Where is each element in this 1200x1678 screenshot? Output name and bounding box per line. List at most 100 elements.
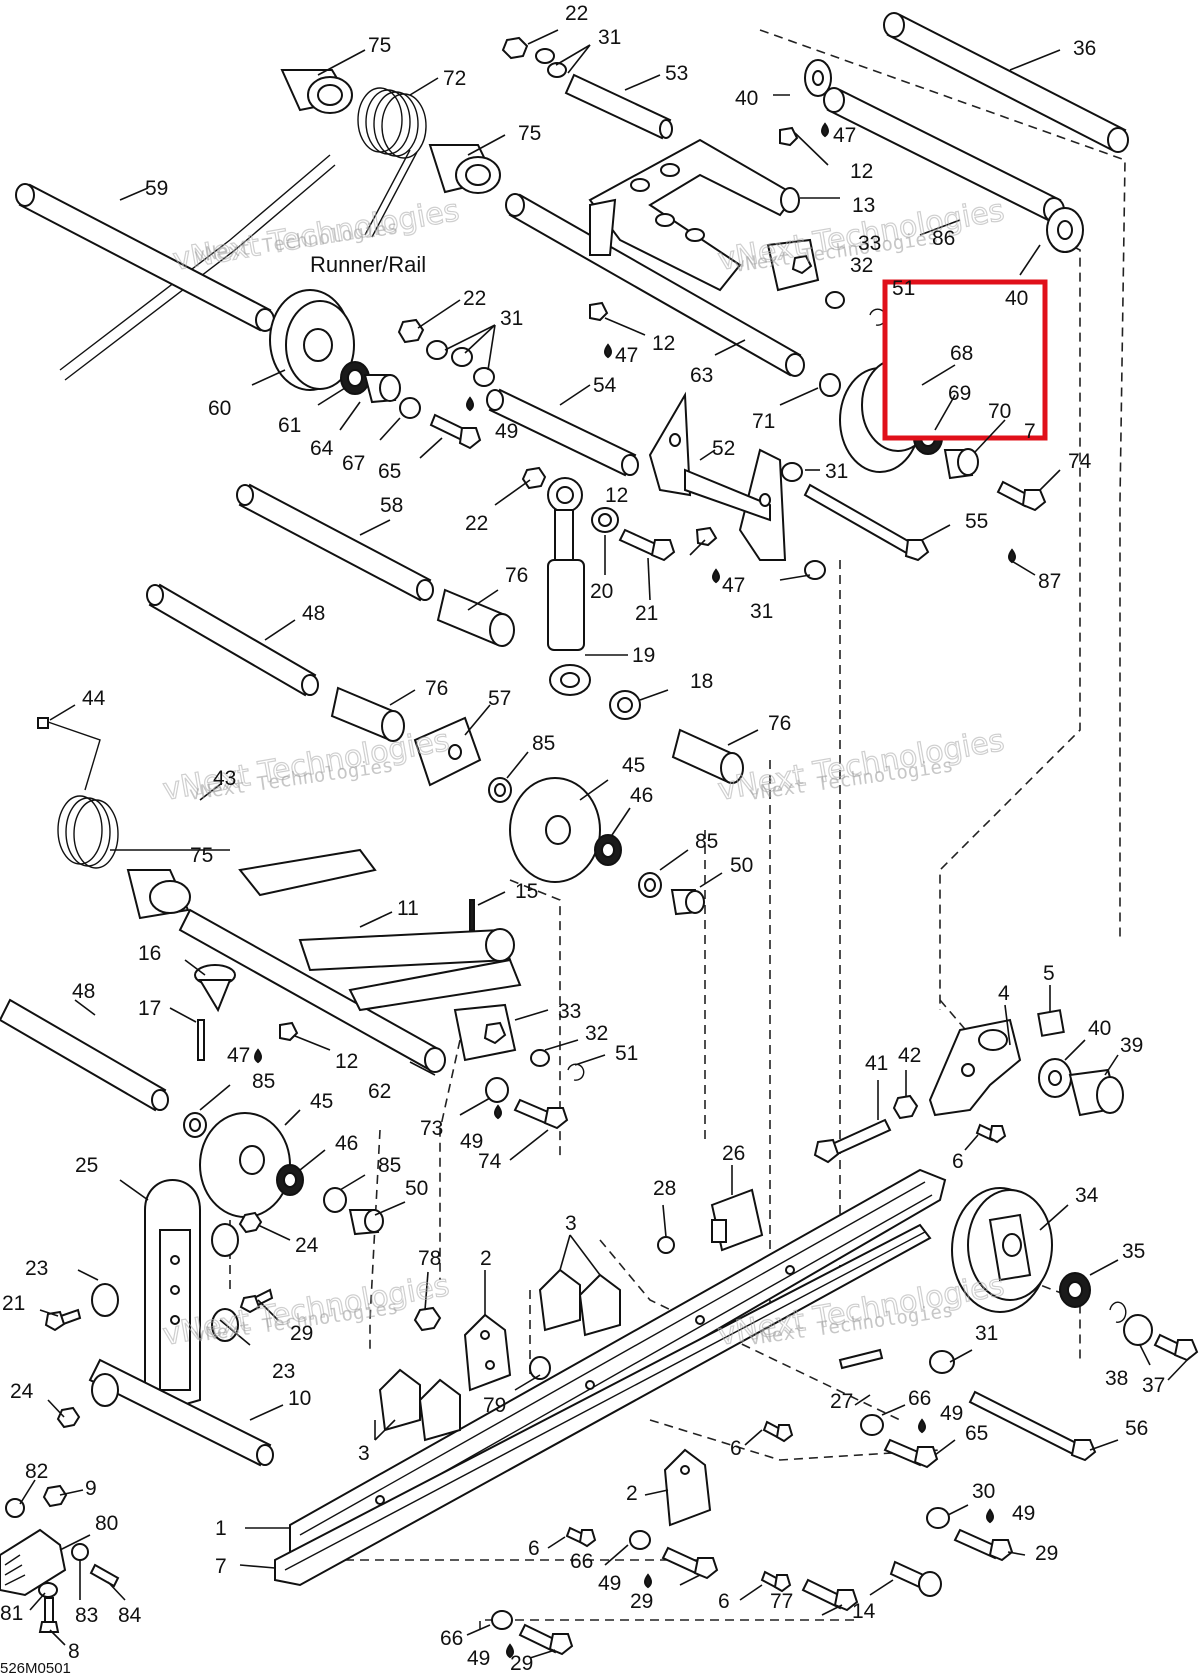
callout-leader-69 — [934, 394, 956, 431]
grease-drop-47-b — [604, 343, 612, 359]
shaft-36 — [883, 12, 1129, 153]
wheel-45-low — [199, 1112, 291, 1218]
label-46: 46 — [335, 1132, 358, 1155]
spacer-20 — [591, 507, 619, 533]
washer-31-e — [929, 1350, 955, 1374]
clip-33-low — [453, 1003, 517, 1062]
washer-40-low — [1038, 1058, 1072, 1098]
washer-32-top — [825, 291, 845, 309]
label-24: 24 — [10, 1380, 34, 1403]
bolt-21-top — [618, 528, 676, 562]
label-50: 50 — [405, 1177, 428, 1200]
wheel-45-mid — [509, 777, 601, 883]
block-57 — [413, 716, 482, 787]
nut-22-mid — [397, 318, 425, 344]
circlip-right — [1109, 1301, 1127, 1323]
shaft-53 — [564, 73, 673, 140]
label-77: 77 — [770, 1590, 793, 1613]
bracket-2-a — [463, 1313, 512, 1392]
label-72: 72 — [443, 67, 466, 90]
large-wheel-34 — [951, 1187, 1053, 1313]
label-23: 23 — [272, 1360, 295, 1383]
label-14: 14 — [852, 1600, 876, 1623]
spacer-50-low — [348, 1209, 384, 1236]
label-84: 84 — [118, 1604, 142, 1627]
cross-shaft-63 — [505, 193, 805, 377]
label-40: 40 — [1005, 287, 1028, 310]
label-2: 2 — [626, 1482, 638, 1505]
label-50: 50 — [730, 854, 753, 877]
label-74: 74 — [1068, 450, 1092, 473]
label-48: 48 — [302, 602, 325, 625]
bracket-2-b — [663, 1448, 712, 1527]
bolt-37 — [1153, 1333, 1199, 1362]
label-76: 76 — [425, 677, 448, 700]
washer-66-right — [860, 1414, 884, 1436]
grease-drop-49-d — [986, 1508, 994, 1524]
watermark-mid-left: vNext Technologies vNext Technologies — [160, 722, 453, 808]
label-21: 21 — [2, 1292, 25, 1315]
label-31: 31 — [598, 26, 621, 49]
label-62: 62 — [368, 1080, 391, 1103]
label-29: 29 — [1035, 1542, 1058, 1565]
label-28: 28 — [653, 1177, 676, 1200]
label-29: 29 — [510, 1652, 533, 1675]
long-bolt-55 — [803, 483, 930, 562]
label-34: 34 — [1075, 1184, 1099, 1207]
cap-16 — [194, 964, 236, 1013]
washer-23-d — [91, 1373, 119, 1407]
label-31: 31 — [500, 307, 523, 330]
shaft-54 — [486, 388, 639, 477]
label-43: 43 — [213, 767, 236, 790]
callout-leader-70 — [974, 419, 1006, 453]
grease-drop-47-d — [254, 1048, 262, 1064]
shaft-58 — [236, 483, 434, 602]
bearing-46-mid — [594, 834, 622, 866]
label-45: 45 — [310, 1090, 333, 1113]
bolt-65-top — [429, 413, 482, 450]
label-49: 49 — [495, 420, 518, 443]
spacer-76-a — [436, 588, 515, 647]
grease-fitting-12-mid — [589, 301, 609, 322]
bushing-85-d — [323, 1187, 347, 1213]
label-10: 10 — [288, 1387, 311, 1410]
label-33: 33 — [558, 1000, 581, 1023]
label-42: 42 — [898, 1044, 921, 1067]
label-13: 13 — [852, 194, 875, 217]
washer-23-b — [211, 1223, 239, 1257]
label-21: 21 — [635, 602, 658, 625]
label-85: 85 — [252, 1070, 275, 1093]
label-12: 12 — [652, 332, 675, 355]
label-74: 74 — [478, 1150, 502, 1173]
label-31: 31 — [750, 600, 773, 623]
grease-fitting-12-low — [695, 526, 718, 547]
label-86: 86 — [932, 227, 955, 250]
label-5: 5 — [1043, 962, 1055, 985]
label-87: 87 — [1038, 570, 1061, 593]
cam-39 — [1068, 1068, 1124, 1117]
shock-bracket-52 — [648, 391, 787, 561]
rivet-17 — [197, 1019, 205, 1061]
label-1: 1 — [215, 1517, 227, 1540]
label-47: 47 — [615, 344, 638, 367]
spacer-70 — [943, 448, 979, 480]
label-20: 20 — [590, 580, 613, 603]
label-12: 12 — [850, 160, 873, 183]
drawing-reference-code: 526M0501 — [0, 1660, 71, 1677]
label-60: 60 — [208, 397, 231, 420]
highlight-callout-box — [882, 279, 1048, 441]
label-2: 2 — [480, 1247, 492, 1270]
label-6: 6 — [952, 1150, 964, 1173]
adjuster-bolt-41 — [813, 1118, 892, 1164]
label-40: 40 — [1088, 1017, 1111, 1040]
part-labels: 22 31 53 75 72 75 36 40 47 12 13 59 33 8… — [0, 2, 1165, 1675]
label-63: 63 — [690, 364, 713, 387]
washer-31-d — [804, 560, 826, 580]
grease-drop-49-b — [494, 1104, 502, 1120]
washer-40-top — [804, 59, 832, 97]
screw-6-c — [762, 1420, 794, 1443]
label-76: 76 — [768, 712, 791, 735]
bolt-65-right — [883, 1438, 939, 1469]
nut-22-top — [501, 36, 529, 60]
bolt-21-left — [44, 1308, 82, 1332]
